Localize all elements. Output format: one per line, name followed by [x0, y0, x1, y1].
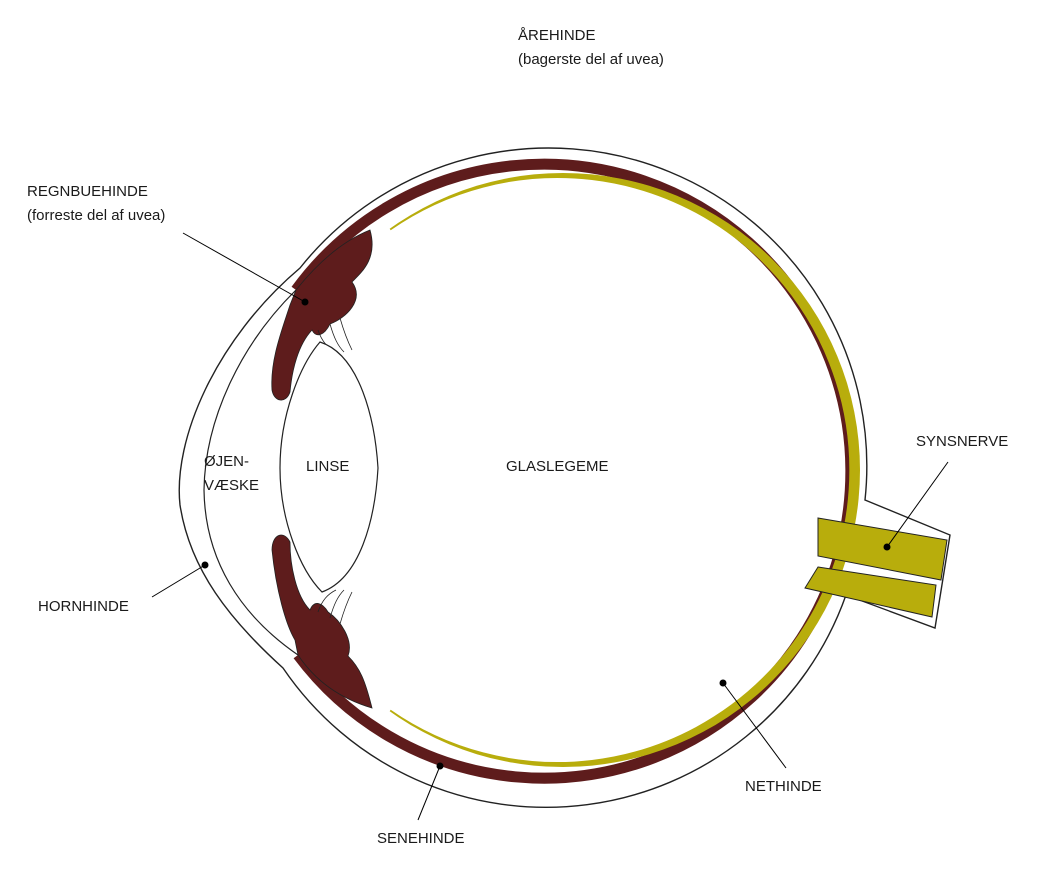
iris-upper — [271, 229, 373, 401]
cornea-leader — [151, 564, 206, 598]
sclera-outline — [178, 147, 951, 809]
aqueous-label-line1: ØJEN- — [204, 453, 249, 470]
iris-dot — [301, 298, 309, 306]
lens-label: LINSE — [306, 458, 349, 475]
retina-label: NETHINDE — [745, 778, 822, 795]
optic-nerve — [804, 517, 948, 618]
sclera-shape — [178, 147, 951, 809]
optic-nerve-leader — [886, 461, 949, 548]
optic-nerve-dot — [883, 543, 891, 551]
optic-nerve-lower — [804, 566, 937, 618]
vitreous-label: GLASLEGEME — [506, 458, 609, 475]
retina-dot — [719, 679, 727, 687]
aqueous-label-line2: VÆSKE — [204, 477, 259, 494]
iris-lower — [271, 534, 373, 709]
retina-layer-group — [379, 173, 860, 767]
cornea-dot — [201, 561, 209, 569]
iris-leader — [182, 232, 306, 303]
optic-nerve-label: SYNSNERVE — [916, 433, 1008, 450]
leader-lines — [151, 232, 949, 821]
sclera-dot — [436, 762, 444, 770]
cornea-label: HORNHINDE — [38, 598, 129, 615]
cornea-inner-edge — [203, 289, 299, 656]
retina-layer — [379, 173, 860, 767]
iris-label-line2: (forreste del af uvea) — [27, 207, 165, 224]
iris-label-line1: REGNBUEHINDE — [27, 183, 148, 200]
choroid-label-line1: ÅREHINDE — [518, 27, 596, 44]
lens — [279, 341, 379, 593]
choroid-label-line2: (bagerste del af uvea) — [518, 51, 664, 68]
sclera-label: SENEHINDE — [377, 830, 465, 847]
sclera-leader — [417, 765, 441, 821]
retina-leader — [722, 682, 787, 769]
optic-nerve-upper — [817, 517, 948, 581]
